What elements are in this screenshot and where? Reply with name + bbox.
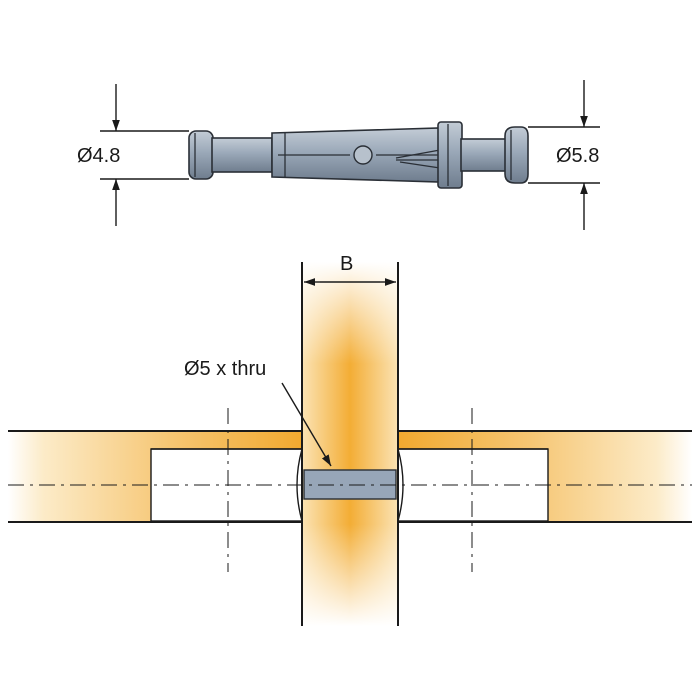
vertical-panel <box>302 262 398 626</box>
small-diameter-label: Ø4.8 <box>77 145 120 167</box>
hole-callout: Ø5 x thru <box>184 358 332 467</box>
hole-note-label: Ø5 x thru <box>184 358 266 380</box>
pin-collar <box>437 121 463 189</box>
connector-pin <box>188 121 529 189</box>
pin-sleeve-hole <box>353 145 373 165</box>
dimension-panel-width: B <box>304 253 396 286</box>
panel-width-label: B <box>340 253 353 275</box>
pin-right-neck <box>460 138 508 172</box>
dimension-small-diameter: Ø4.8 <box>77 84 189 226</box>
pin-left-head <box>188 130 214 180</box>
pin-left-neck <box>211 137 273 173</box>
pin-right-head <box>504 126 529 184</box>
dimension-large-diameter: Ø5.8 <box>528 80 600 230</box>
large-diameter-label: Ø5.8 <box>556 145 599 167</box>
